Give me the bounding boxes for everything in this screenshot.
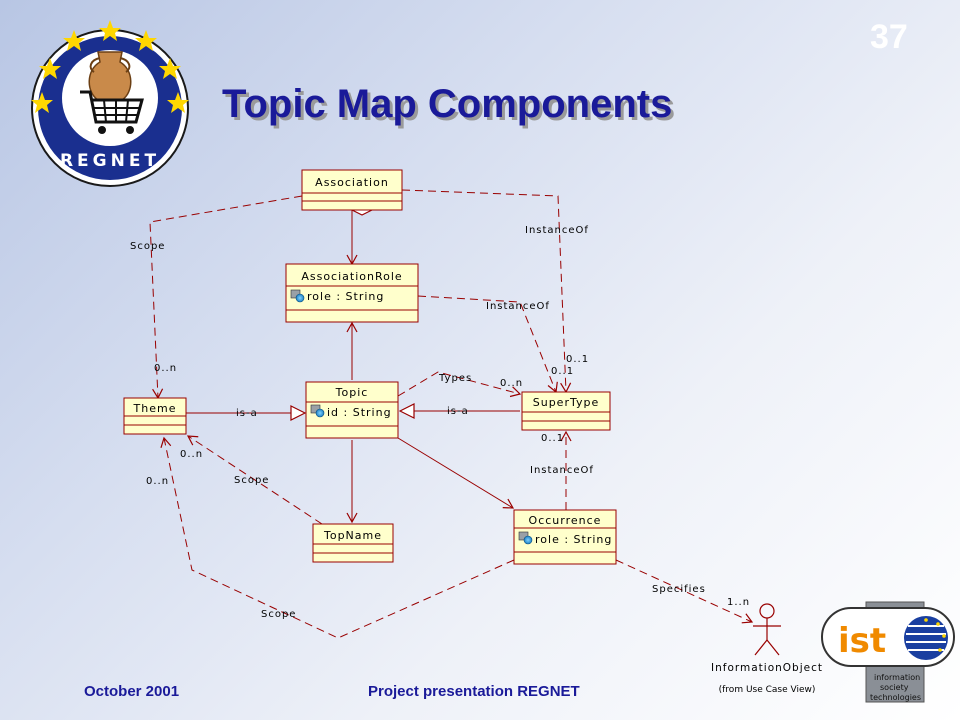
scope-edge-occurrence-theme (160, 436, 515, 639)
mult-1n-specifies: 1..n (727, 597, 750, 608)
class-supertype[interactable] (521, 391, 611, 431)
attr-topic-id: id : String (327, 406, 392, 419)
mult-0n-types: 0..n (500, 378, 523, 389)
class-name-occurrence: Occurrence (529, 514, 602, 527)
mult-01-occurrence-supertype: 0..1 (541, 433, 564, 444)
globe-icon (904, 616, 948, 660)
label-scope-topname-theme: Scope (234, 475, 269, 486)
class-name-supertype: SuperType (533, 396, 600, 409)
class-theme[interactable] (123, 397, 187, 435)
label-types: Types (438, 373, 472, 384)
ist-logo: ist information society technologies (821, 601, 955, 703)
label-specifies: Specifies (652, 584, 706, 595)
mult-0n-theme-scope: 0..n (154, 363, 177, 374)
class-associationrole[interactable] (285, 263, 419, 323)
footer-project: Project presentation REGNET (368, 683, 580, 700)
class-name-theme: Theme (133, 402, 177, 415)
mult-0n-topname-theme: 0..n (180, 449, 203, 460)
amphora-icon (88, 51, 132, 101)
attribute-icon (290, 289, 305, 303)
mult-01-role-supertype: 0..1 (551, 366, 574, 377)
actor-informationobject[interactable] (753, 603, 781, 656)
label-scope-occurrence-theme: Scope (261, 609, 296, 620)
regnet-logo-text: REGNET (60, 151, 160, 171)
regnet-logo: REGNET (31, 20, 189, 187)
shopping-cart-icon (80, 90, 144, 134)
label-scope-association-theme: Scope (130, 241, 165, 252)
class-association[interactable] (301, 169, 403, 211)
footer-date: October 2001 (84, 683, 180, 700)
page-number: 37 (870, 18, 908, 56)
class-topname[interactable] (312, 523, 394, 563)
attr-associationrole-role: role : String (307, 290, 384, 303)
actor-note: (from Use Case View) (719, 685, 816, 695)
instanceof-edge-association-supertype (401, 189, 572, 394)
star-icon (31, 20, 189, 113)
mult-01-association-supertype: 0..1 (566, 354, 589, 365)
specifies-edge-occurrence-infoobject (615, 559, 754, 624)
label-instanceof-occurrence: InstanceOf (530, 465, 594, 476)
edge-topic-occurrence (397, 437, 515, 509)
attr-occurrence-role: role : String (535, 533, 612, 546)
actor-name: InformationObject (711, 662, 823, 674)
types-edge-topic-supertype (397, 371, 522, 398)
ist-line-2: society (880, 683, 909, 692)
class-name-topname: TopName (323, 529, 382, 542)
attribute-icon (518, 531, 533, 545)
slide-title: Topic Map Components (222, 82, 673, 126)
class-name-associationrole: AssociationRole (301, 270, 402, 283)
attribute-icon (310, 404, 325, 418)
label-isa-theme-topic: is-a (236, 408, 258, 419)
ist-line-3: technologies (870, 693, 921, 702)
scope-edge-topname-theme (186, 435, 323, 525)
ist-line-1: information (874, 673, 920, 682)
label-instanceof-associationrole: InstanceOf (486, 301, 550, 312)
ist-logo-text: ist (838, 621, 886, 661)
class-name-topic: Topic (335, 386, 369, 399)
label-isa-supertype-topic: is-a (447, 406, 469, 417)
class-name-association: Association (315, 176, 389, 189)
label-instanceof-association: InstanceOf (525, 225, 589, 236)
mult-0n-occurrence-theme: 0..n (146, 476, 169, 487)
